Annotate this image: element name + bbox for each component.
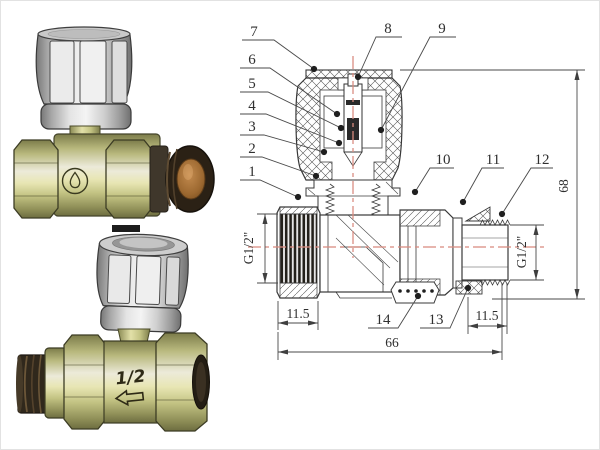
callout-2: 2 bbox=[248, 141, 256, 157]
female-thread-section bbox=[279, 213, 318, 284]
handwheel-top-recess-floor bbox=[119, 237, 168, 249]
callout-11: 11 bbox=[486, 152, 500, 168]
gasket-wedge bbox=[464, 206, 491, 222]
outlet-hex-nut bbox=[155, 332, 208, 432]
size-marking: 1/2 bbox=[115, 367, 147, 390]
cropped-object-top bbox=[112, 225, 140, 232]
handwheel-rib bbox=[134, 255, 162, 306]
technical-drawing: 7 6 5 4 3 2 1 8 9 10 11 12 14 13 bbox=[240, 0, 600, 450]
dimensions: 68 G1/2" G1/2" bbox=[241, 69, 585, 360]
droplet-logo-icon bbox=[61, 167, 89, 195]
valve-body bbox=[13, 125, 215, 219]
dim-text-g12-right: G1/2" bbox=[514, 236, 529, 269]
callout-9: 9 bbox=[438, 21, 446, 37]
technical-drawing-svg: 7 6 5 4 3 2 1 8 9 10 11 12 14 13 bbox=[240, 21, 585, 360]
callout-10: 10 bbox=[436, 152, 451, 168]
handwheel-rib bbox=[106, 254, 132, 305]
body-hex bbox=[63, 334, 107, 430]
dim-text-115-left: 11.5 bbox=[286, 306, 309, 321]
product-photo-straight-valve-reverse: 1/2 bbox=[0, 225, 240, 450]
thread-crest-top bbox=[479, 219, 511, 226]
dim-total-height: 68 bbox=[400, 69, 585, 300]
handwheel-rib bbox=[111, 40, 128, 104]
handwheel-rib bbox=[49, 40, 75, 104]
dim-outlet-thread: G1/2" bbox=[510, 224, 544, 281]
valve-body: 1/2 bbox=[16, 328, 210, 432]
female-bore-inner bbox=[196, 362, 206, 402]
dim-text-68: 68 bbox=[556, 179, 571, 193]
callout-14: 14 bbox=[376, 312, 392, 328]
dim-inlet-thread: G1/2" bbox=[241, 213, 278, 284]
dim-text-66: 66 bbox=[385, 335, 399, 350]
callout-8: 8 bbox=[384, 21, 392, 37]
callout-13: 13 bbox=[429, 312, 444, 328]
body-center-section bbox=[319, 214, 401, 293]
inlet-hex-nut bbox=[13, 139, 59, 219]
thread-bore bbox=[176, 158, 206, 200]
dim-total-width: 66 bbox=[277, 283, 503, 360]
thread-crest-bottom bbox=[479, 279, 511, 286]
callout-1: 1 bbox=[248, 164, 256, 180]
callout-4: 4 bbox=[248, 98, 256, 114]
valve-body-section bbox=[276, 206, 511, 304]
product-photo-1-svg bbox=[13, 26, 215, 219]
product-photo-2-svg: 1/2 bbox=[16, 225, 210, 432]
handwheel-top-inner bbox=[47, 29, 121, 39]
male-thread-end bbox=[165, 145, 215, 213]
handwheel-collar bbox=[40, 103, 132, 130]
callout-5: 5 bbox=[248, 76, 256, 92]
dim-text-g12-left: G1/2" bbox=[241, 232, 256, 265]
callouts: 7 6 5 4 3 2 1 8 9 10 11 12 14 13 bbox=[240, 21, 553, 329]
flow-direction-arrow-icon bbox=[114, 389, 145, 407]
dim-left-thread-depth: 11.5 bbox=[277, 301, 319, 330]
hex-facet-lines bbox=[64, 364, 106, 398]
handwheel bbox=[96, 233, 189, 333]
male-thread-end bbox=[16, 354, 49, 414]
handwheel-section bbox=[295, 69, 403, 181]
handwheel-rib bbox=[79, 40, 107, 104]
callout-3: 3 bbox=[248, 119, 256, 135]
union-hex-nut bbox=[105, 139, 153, 219]
hex-facet-lines bbox=[106, 162, 152, 197]
dim-right-thread-depth: 11.5 bbox=[467, 283, 508, 334]
callout-12: 12 bbox=[535, 152, 550, 168]
dim-text-115-right: 11.5 bbox=[475, 308, 498, 323]
drain-hex bbox=[390, 281, 440, 304]
body-center bbox=[103, 340, 161, 424]
handwheel-collar bbox=[100, 305, 182, 333]
handwheel bbox=[35, 26, 133, 130]
callout-6: 6 bbox=[248, 52, 256, 68]
hex-facet-lines bbox=[14, 162, 58, 197]
handwheel-rib bbox=[164, 256, 181, 306]
product-photo-straight-valve bbox=[0, 0, 240, 225]
callout-7: 7 bbox=[250, 24, 258, 40]
male-thread-section bbox=[452, 217, 511, 289]
